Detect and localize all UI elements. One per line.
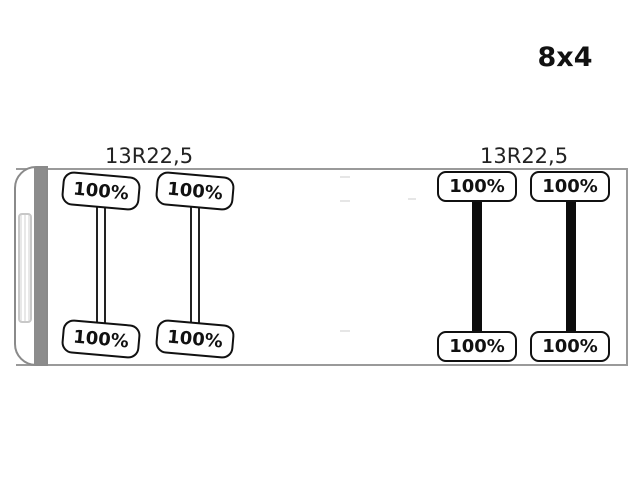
faint-mark: [408, 198, 416, 200]
rear-axle-1-bottom-tire: 100%: [437, 331, 517, 362]
front-tire-size-label: 13R22,5: [105, 144, 194, 168]
rear-axle-2-bottom-tire: 100%: [530, 331, 610, 362]
front-axle-2-bottom-tire: 100%: [154, 318, 236, 360]
cab-bar: [34, 168, 46, 364]
chassis-outline: [16, 168, 628, 366]
front-axle-2-top-tire: 100%: [154, 170, 236, 212]
rear-axle-2-top-tire: 100%: [530, 171, 610, 202]
front-axle-1-top-tire: 100%: [60, 170, 142, 212]
front-axle-2-connector: [190, 205, 200, 327]
faint-mark: [340, 176, 350, 178]
front-axle-1-bottom-tire: 100%: [60, 318, 142, 360]
faint-mark: [340, 330, 350, 332]
faint-mark: [340, 200, 350, 202]
front-axle-1-connector: [96, 205, 106, 327]
rear-axle-2-shaft: [566, 198, 576, 333]
configuration-label: 8x4: [537, 42, 593, 73]
rear-axle-1-shaft: [472, 198, 482, 333]
rear-tire-size-label: 13R22,5: [480, 144, 569, 168]
cab-window: [18, 213, 32, 323]
rear-axle-1-top-tire: 100%: [437, 171, 517, 202]
